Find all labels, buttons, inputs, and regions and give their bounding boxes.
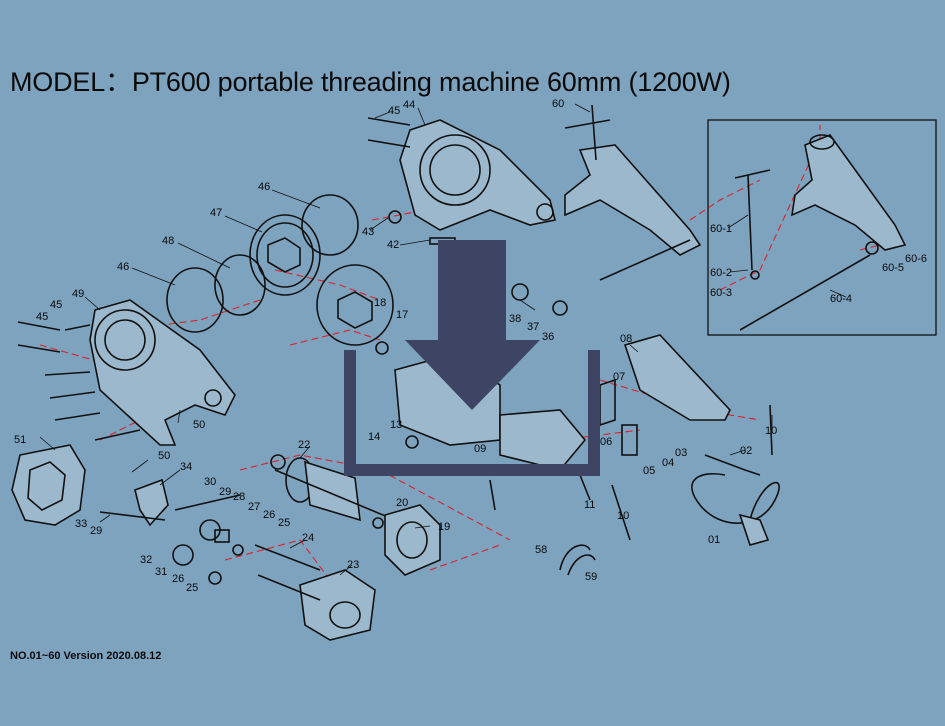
- part-label: 29: [90, 525, 102, 537]
- part-19-fan-cover: [384, 504, 441, 576]
- part-label: 17: [396, 309, 408, 321]
- part-number-labels: 45 44 60 46 47 43 42 48 46 45 49 45 60-1…: [14, 98, 927, 594]
- part-label: 30: [204, 476, 216, 488]
- part-label: 10: [765, 425, 777, 437]
- part-label: 25: [278, 517, 290, 529]
- part-label: 44: [403, 99, 415, 111]
- part-label: 23: [347, 559, 359, 571]
- part-label: 34: [180, 461, 192, 473]
- part-label: 50: [158, 450, 170, 462]
- part-label: 60-1: [710, 223, 732, 235]
- part-label: 60-6: [905, 253, 927, 265]
- part-label: 07: [613, 371, 625, 383]
- screws: [17, 117, 773, 541]
- part-label: 45: [50, 299, 62, 311]
- part-label: 13: [390, 419, 402, 431]
- part-label: 60-4: [830, 293, 852, 305]
- part-label: 24: [302, 532, 314, 544]
- part-label: 04: [662, 457, 674, 469]
- part-label: 45: [36, 311, 48, 323]
- part-label: 02: [740, 445, 752, 457]
- download-icon[interactable]: [344, 240, 600, 476]
- part-label: 06: [600, 436, 612, 448]
- part-label: 05: [643, 465, 655, 477]
- part-label: 47: [210, 207, 222, 219]
- leader-lines: [39, 103, 847, 576]
- part-label: 26: [263, 509, 275, 521]
- part-58-59-brush-wires: [559, 544, 596, 576]
- part-label: 37: [527, 321, 539, 333]
- part-44-gear-housing: [399, 119, 556, 231]
- part-label: 18: [374, 297, 386, 309]
- part-label: 38: [509, 313, 521, 325]
- part-label: 10: [617, 510, 629, 522]
- page-title: MODEL：PT600 portable threading machine 6…: [10, 67, 731, 97]
- part-label: 19: [438, 521, 450, 533]
- part-label: 31: [155, 566, 167, 578]
- part-51-chuck: [11, 444, 86, 526]
- part-label: 28: [233, 491, 245, 503]
- part-label: 60: [552, 98, 564, 110]
- part-label: 50: [193, 419, 205, 431]
- part-label: 58: [535, 544, 547, 556]
- part-label: 59: [585, 571, 597, 583]
- part-01-power-cord: [691, 454, 780, 546]
- inset-box: [707, 119, 937, 336]
- part-label: 32: [140, 554, 152, 566]
- part-label: 27: [248, 501, 260, 513]
- part-23-stator: [254, 544, 376, 641]
- part-label: 49: [72, 288, 84, 300]
- part-46-47-48-rings-gears: [166, 194, 394, 346]
- part-label: 33: [75, 518, 87, 530]
- part-label: 60-5: [882, 262, 904, 274]
- part-label: 42: [387, 239, 399, 251]
- part-49-cover: [89, 299, 236, 446]
- part-label: 22: [298, 439, 310, 451]
- part-label: 51: [14, 434, 26, 446]
- part-label: 45: [388, 105, 400, 117]
- part-label: 60-2: [710, 267, 732, 279]
- part-label: 09: [474, 443, 486, 455]
- version-footer: NO.01~60 Version 2020.08.12: [10, 650, 162, 662]
- part-label: 20: [396, 497, 408, 509]
- part-label: 60-3: [710, 287, 732, 299]
- part-label: 36: [542, 331, 554, 343]
- part-inset-rest: [734, 134, 907, 331]
- part-label: 29: [219, 486, 231, 498]
- part-label: 03: [675, 447, 687, 459]
- part-label: 11: [584, 499, 595, 511]
- part-label: 43: [362, 226, 374, 238]
- part-label: 48: [162, 235, 174, 247]
- part-label: 08: [620, 333, 632, 345]
- part-label: 46: [117, 261, 129, 273]
- part-label: 01: [708, 534, 720, 546]
- part-60-rest: [564, 104, 702, 281]
- part-label: 14: [368, 431, 380, 443]
- part-label: 25: [186, 582, 198, 594]
- part-22-rotor: [270, 454, 396, 522]
- part-label: 46: [258, 181, 270, 193]
- part-label: 26: [172, 573, 184, 585]
